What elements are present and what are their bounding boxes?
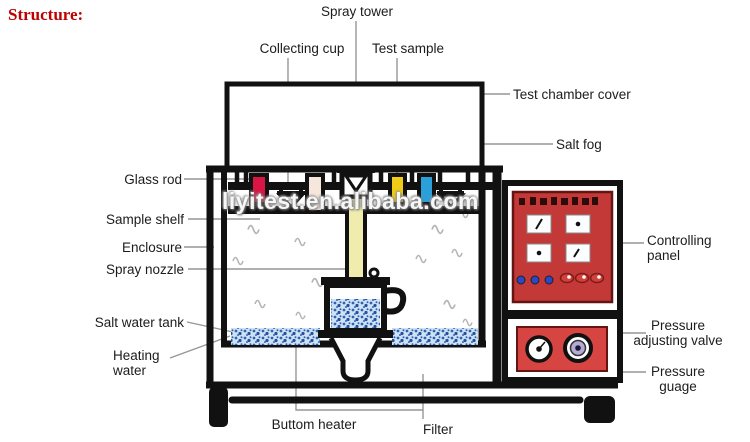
- heating-water: [231, 328, 478, 345]
- indicator-lights: [516, 275, 554, 285]
- gauge-needles: [535, 218, 581, 258]
- filter-funnel: [328, 336, 383, 383]
- bottom-heater-base: [209, 387, 615, 427]
- label-buttom-heater: Buttom heater: [271, 417, 357, 432]
- label-sample-shelf: Sample shelf: [105, 212, 184, 227]
- panel-switches: [559, 272, 605, 284]
- watermark: liyitest.en.alibaba.com: [222, 188, 479, 214]
- test-samples: [249, 173, 436, 214]
- label-filter: Filter: [423, 422, 453, 437]
- label-pressure-guage: Pressure guage: [650, 364, 706, 395]
- collecting-cup-right: [436, 186, 466, 210]
- pressure-guage-knob: [525, 335, 553, 363]
- panel-gauges: [526, 214, 591, 263]
- controlling-panel-box: [502, 180, 623, 316]
- label-controlling-panel: Controlling panel: [647, 233, 712, 264]
- label-test-chamber-cover: Test chamber cover: [513, 87, 631, 102]
- label-glass-rod: Glass rod: [124, 172, 182, 187]
- label-spray-nozzle: Spray nozzle: [105, 262, 184, 277]
- salt-water-tank-cup: [318, 267, 407, 338]
- label-salt-fog: Salt fog: [556, 137, 602, 152]
- label-salt-water-tank: Salt water tank: [94, 315, 184, 330]
- label-spray-tower: Spray tower: [320, 4, 394, 19]
- pressure-valve-box: [502, 313, 623, 383]
- spray-tower: [337, 167, 375, 283]
- panel-text-marks: [519, 197, 598, 205]
- label-test-sample: Test sample: [371, 41, 445, 56]
- page-title: Structure:: [8, 5, 84, 24]
- label-heating-water: Heating water: [113, 348, 160, 379]
- label-pressure-adjusting-valve: Pressure adjusting valve: [633, 318, 723, 349]
- test-chamber-cover: [224, 81, 485, 171]
- collecting-cup-left: [276, 186, 306, 210]
- label-collecting-cup: Collecting cup: [259, 41, 345, 56]
- label-enclosure: Enclosure: [121, 240, 182, 255]
- adjusting-valve-knob: [563, 333, 593, 363]
